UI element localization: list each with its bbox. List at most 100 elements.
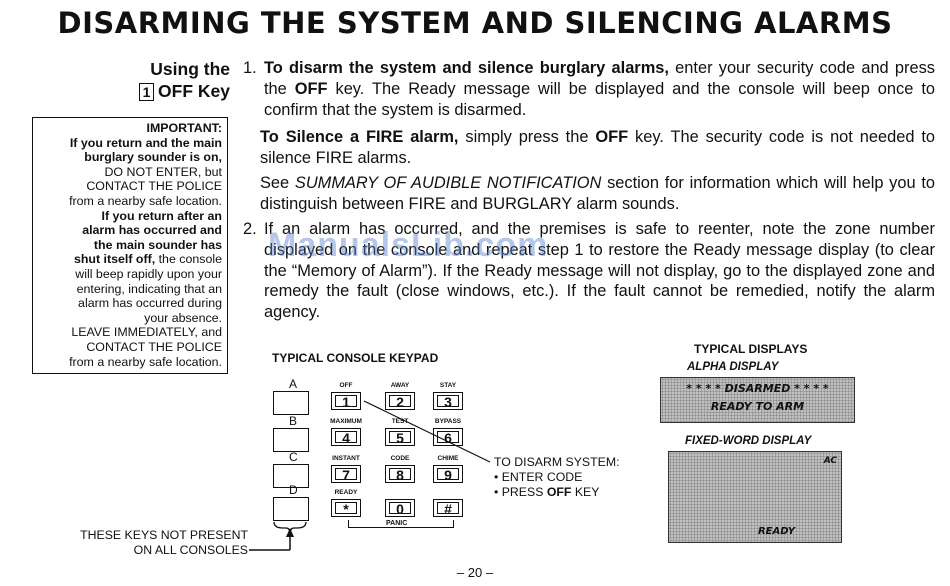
displays-caption: TYPICAL DISPLAYS [694, 342, 808, 356]
important-line: alarm has occurred during [37, 296, 222, 311]
alpha-display: * * * * DISARMED * * * * READY TO ARM [660, 377, 855, 423]
important-line: DO NOT ENTER, but [37, 165, 222, 180]
important-line: will beep rapidly upon your [37, 267, 222, 282]
keypad-key-digit: 9 [444, 467, 452, 483]
important-line-text: the main sounder has [93, 237, 222, 252]
key-c-label: C [289, 450, 298, 464]
important-line-text: LEAVE IMMEDIATELY, and [71, 325, 222, 340]
key-function-label: STAY [439, 382, 457, 389]
keypad-key-digit: 3 [444, 394, 452, 410]
important-line-text: If you return and the main [69, 135, 222, 150]
keypad-key-face: 4 [335, 430, 357, 446]
important-line: CONTACT THE POLICE [37, 179, 222, 194]
keypad-key-face: * [335, 501, 357, 517]
key-function-label: BYPASS [434, 418, 462, 425]
important-line-text: alarm has occurred and [82, 223, 222, 238]
fire-lead: To Silence a FIRE alarm, [260, 128, 459, 146]
important-line-text: from a nearby safe location. [69, 354, 222, 369]
important-line: CONTACT THE POLICE [37, 340, 222, 355]
key-d[interactable] [273, 497, 309, 521]
alpha-display-line2: READY TO ARM [710, 400, 805, 413]
step-1-text-a: enter your security code and press the [264, 59, 935, 98]
key-function-label: OFF [339, 382, 353, 389]
important-line: from a nearby safe location. [37, 355, 222, 370]
keypad-key[interactable]: 4 [331, 428, 361, 446]
important-heading: IMPORTANT: [146, 121, 222, 135]
key-1-icon: 1 [139, 83, 155, 101]
key-function-label: AWAY [390, 382, 410, 389]
watermark: ManualsLib.com [268, 226, 549, 264]
keypad-key-digit: 1 [342, 394, 350, 410]
disarm-note-heading: TO DISARM SYSTEM: [494, 455, 620, 469]
disarm-note: TO DISARM SYSTEM: • ENTER CODE • PRESS O… [494, 455, 620, 500]
keypad-key[interactable]: * [331, 499, 361, 517]
keypad-key-face: 3 [437, 394, 459, 410]
fire-off-ref: OFF [595, 128, 629, 146]
keypad-key-face: 9 [437, 467, 459, 483]
step-2-text: If an alarm has occurred, and the premis… [264, 220, 935, 322]
keypad-key-digit: * [343, 501, 349, 517]
key-d-label: D [289, 483, 298, 497]
keypad-key[interactable]: 2 [385, 392, 415, 410]
important-line-text: CONTACT THE POLICE [86, 179, 222, 194]
keypad-key-face: 7 [335, 468, 357, 483]
key-c[interactable] [273, 464, 309, 488]
side-heading-line1: Using the [150, 59, 230, 79]
fire-text-a: simply press the [458, 128, 596, 146]
important-line: your absence. [37, 311, 222, 326]
step-2-number: 2. [243, 220, 257, 238]
important-line-text: DO NOT ENTER, but [104, 164, 222, 179]
key-a-label: A [289, 377, 298, 391]
fire-paragraph: To Silence a FIRE alarm, simply press th… [260, 127, 935, 169]
important-line: shut itself off, the console [37, 252, 222, 267]
important-line: LEAVE IMMEDIATELY, and [37, 325, 222, 340]
keypad-key-digit: 0 [396, 501, 404, 517]
panic-bracket [348, 520, 454, 528]
side-heading-line2: OFF Key [158, 81, 230, 101]
important-line: If you return after an [37, 209, 222, 224]
disarm-note-step2: • PRESS OFF KEY [494, 485, 620, 500]
key-a[interactable] [273, 391, 309, 415]
important-line-text: alarm has occurred during [78, 296, 222, 311]
important-line: entering, indicating that an [37, 282, 222, 297]
important-line-text: CONTACT THE POLICE [86, 339, 222, 354]
see-paragraph: See SUMMARY OF AUDIBLE NOTIFICATION sect… [260, 173, 935, 215]
keypad-key-face: 1 [335, 394, 357, 410]
keypad-key-digit: 5 [396, 430, 404, 446]
keypad-key[interactable]: 7 [331, 465, 361, 483]
important-line: burglary sounder is on, [37, 150, 222, 165]
keypad-key[interactable]: 9 [433, 465, 463, 483]
fire-text-b: key. The security code is not needed to … [260, 128, 935, 167]
keypad-key[interactable]: 5 [385, 428, 415, 446]
disarm-note-step2-c: KEY [571, 485, 600, 499]
keypad-key-digit: 6 [444, 430, 452, 446]
keypad-key-digit: 4 [342, 430, 350, 446]
key-function-label: READY [334, 489, 358, 496]
key-b-label: B [289, 414, 298, 428]
keypad-key-face: # [437, 502, 459, 517]
key-b[interactable] [273, 428, 309, 452]
important-line-text: burglary sounder is on, [84, 150, 222, 165]
key-function-label: TEST [391, 418, 409, 425]
see-reference: SUMMARY OF AUDIBLE NOTIFICATION [294, 174, 602, 192]
keypad-key[interactable]: 1 [331, 392, 361, 410]
step-1-lead: To disarm the system and silence burglar… [264, 59, 669, 77]
keypad-key[interactable]: 0 [385, 499, 415, 517]
disarm-note-step2-off: OFF [546, 485, 572, 499]
page-title: DISARMING THE SYSTEM AND SILENCING ALARM… [57, 6, 893, 40]
keys-note: THESE KEYS NOT PRESENT ON ALL CONSOLES [60, 528, 248, 558]
keypad-key-digit: 8 [396, 467, 404, 483]
keys-note-line2: ON ALL CONSOLES [133, 543, 248, 557]
keypad-key[interactable]: 3 [433, 392, 463, 410]
off-key-ref: OFF [294, 79, 328, 98]
keypad-key[interactable]: 8 [385, 465, 415, 483]
panic-label: PANIC [383, 520, 411, 527]
fixed-display-caption: FIXED-WORD DISPLAY [685, 435, 812, 447]
fixed-display-ac: AC [823, 456, 837, 466]
keypad-key[interactable]: # [433, 499, 463, 517]
fixed-display-ready: READY [757, 526, 795, 537]
fixed-word-display: AC READY [668, 451, 842, 543]
